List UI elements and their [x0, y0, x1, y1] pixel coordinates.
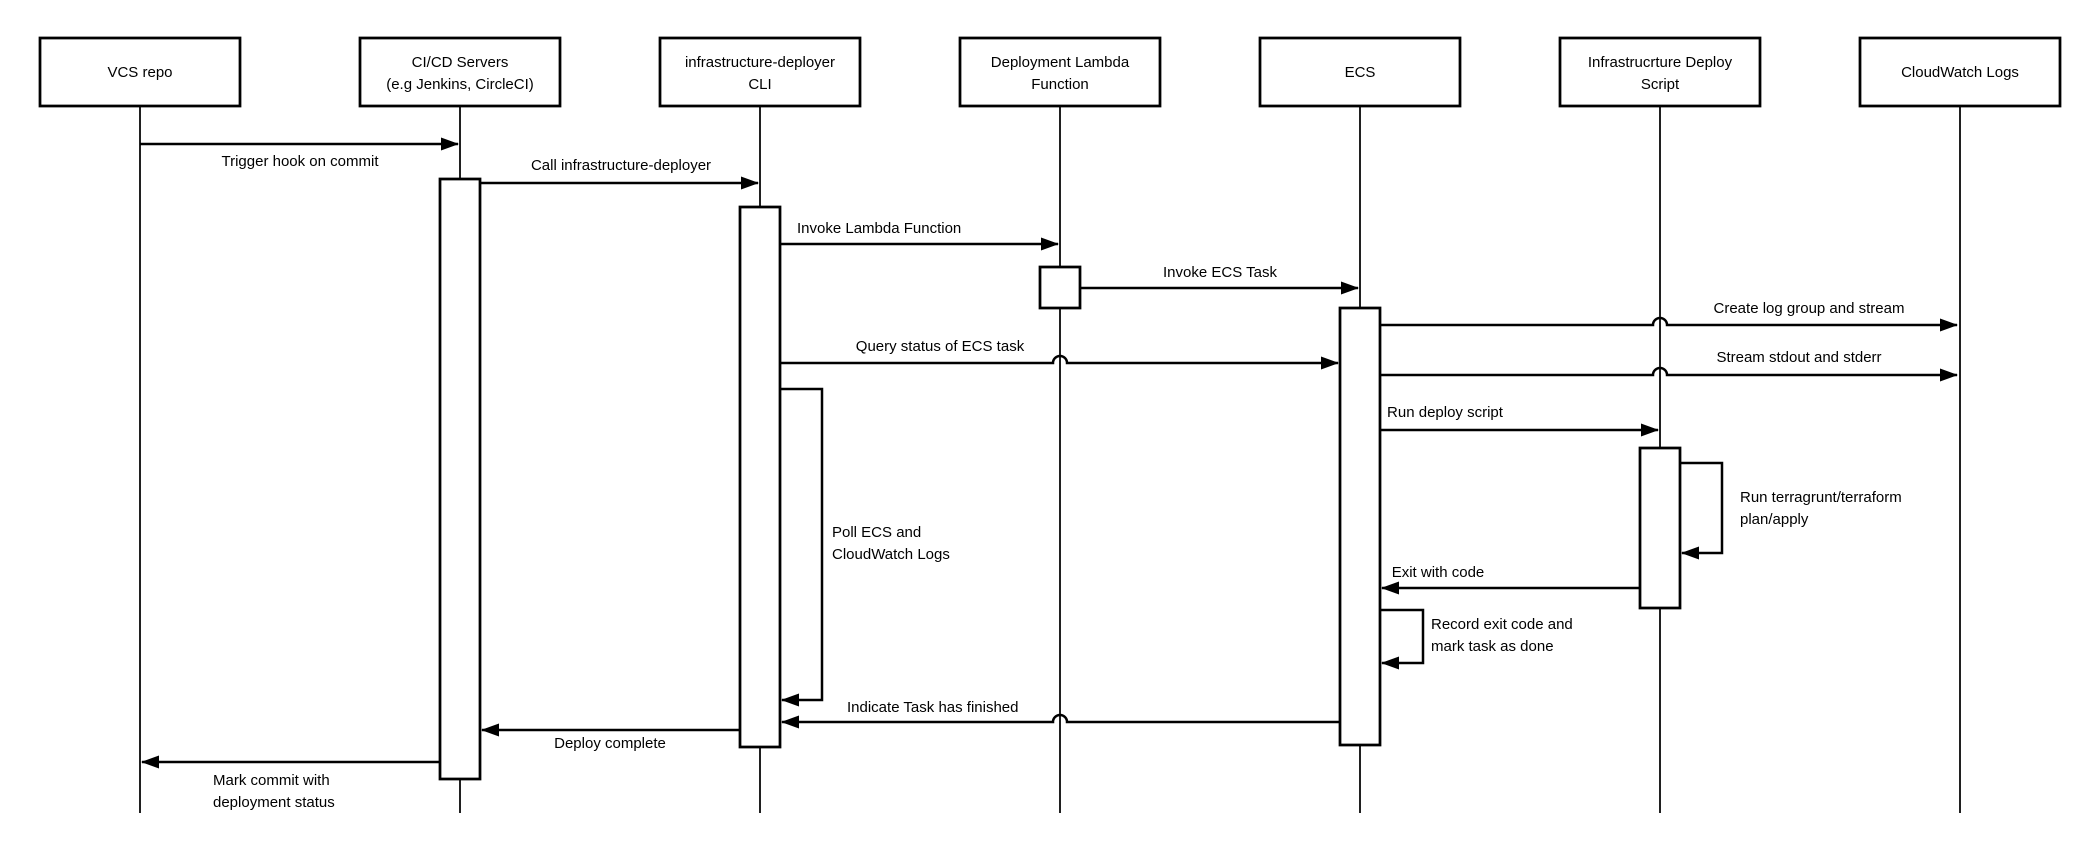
message-label-invoke-ecs-task: Invoke ECS Task — [1163, 264, 1277, 281]
message-arrow-query-status — [780, 354, 1339, 370]
activation-cicd-servers — [438, 177, 482, 781]
actor-cicd-servers: CI/CD Servers (e.g Jenkins, CircleCI) — [358, 36, 562, 108]
self-message-label-poll-ecs-line2: CloudWatch Logs — [832, 546, 950, 563]
self-message-label-run-terragrunt-line2: plan/apply — [1740, 511, 1809, 528]
self-message-label-poll-ecs-line1: Poll ECS and — [832, 524, 921, 541]
actor-label-ecs: ECS — [1345, 64, 1376, 81]
self-message-arrow-record-exit-code — [1380, 608, 1425, 670]
self-message-label-record-exit-code-line2: mark task as done — [1431, 638, 1554, 655]
actor-box-cicd-servers — [358, 36, 562, 108]
message-label-task-finished: Indicate Task has finished — [847, 699, 1019, 716]
actor-infrastructure-deployer-cli: infrastructure-deployer CLI — [658, 36, 862, 108]
message-label-exit-with-code: Exit with code — [1392, 564, 1485, 581]
actor-deployment-lambda-function: Deployment Lambda Function — [958, 36, 1162, 108]
actor-label-infra-deploy-script-line1: Infrastrucrture Deploy — [1588, 54, 1733, 71]
actor-box-infra-deploy-script — [1558, 36, 1762, 108]
message-arrow-task-finished — [781, 713, 1340, 729]
actor-label-cicd-servers-line1: CI/CD Servers — [412, 54, 509, 71]
message-label-query-status: Query status of ECS task — [856, 338, 1025, 355]
actor-label-infrastructure-deployer-cli-line2: CLI — [748, 76, 771, 93]
message-label-create-log-group: Create log group and stream — [1714, 300, 1905, 317]
actor-box-infrastructure-deployer-cli — [658, 36, 862, 108]
message-label-deploy-complete: Deploy complete — [554, 735, 666, 752]
activation-deployment-lambda — [1038, 265, 1082, 310]
actor-label-infrastructure-deployer-cli-line1: infrastructure-deployer — [685, 54, 835, 71]
actor-label-vcs-repo: VCS repo — [107, 64, 172, 81]
message-label-call-deployer: Call infrastructure-deployer — [531, 157, 711, 174]
activation-ecs — [1338, 306, 1382, 747]
actor-label-deployment-lambda-function-line2: Function — [1031, 76, 1089, 93]
actor-cloudwatch-logs: CloudWatch Logs — [1858, 36, 2062, 108]
actor-vcs-repo: VCS repo — [38, 36, 242, 108]
actor-label-infra-deploy-script-line2: Script — [1641, 76, 1680, 93]
message-label-stream-stdout: Stream stdout and stderr — [1716, 349, 1881, 366]
actor-label-cloudwatch-logs: CloudWatch Logs — [1901, 64, 2019, 81]
message-arrow-create-log-group — [1380, 316, 1958, 332]
message-label-run-deploy-script: Run deploy script — [1387, 404, 1504, 421]
self-message-arrow-poll-ecs — [780, 387, 824, 707]
actor-box-ecs — [1258, 36, 1462, 108]
self-message-label-record-exit-code-line1: Record exit code and — [1431, 616, 1573, 633]
self-message-arrow-run-terragrunt — [1680, 461, 1724, 560]
actor-ecs: ECS — [1258, 36, 1462, 108]
actor-label-deployment-lambda-function-line1: Deployment Lambda — [991, 54, 1130, 71]
actor-box-deployment-lambda-function — [958, 36, 1162, 108]
actor-label-cicd-servers-line2: (e.g Jenkins, CircleCI) — [386, 76, 534, 93]
activation-infra-deploy-script — [1638, 446, 1682, 610]
message-label-mark-commit-line1: Mark commit with — [213, 772, 330, 789]
activation-infrastructure-deployer-cli — [738, 205, 782, 749]
actor-infra-deploy-script: Infrastrucrture Deploy Script — [1558, 36, 1762, 108]
message-label-trigger-hook: Trigger hook on commit — [221, 153, 379, 170]
message-arrow-stream-stdout — [1380, 366, 1958, 382]
actor-box-vcs-repo — [38, 36, 242, 108]
message-label-mark-commit-line2: deployment status — [213, 794, 335, 811]
message-label-invoke-lambda: Invoke Lambda Function — [797, 220, 961, 237]
self-message-label-run-terragrunt-line1: Run terragrunt/terraform — [1740, 489, 1902, 506]
actor-box-cloudwatch-logs — [1858, 36, 2062, 108]
